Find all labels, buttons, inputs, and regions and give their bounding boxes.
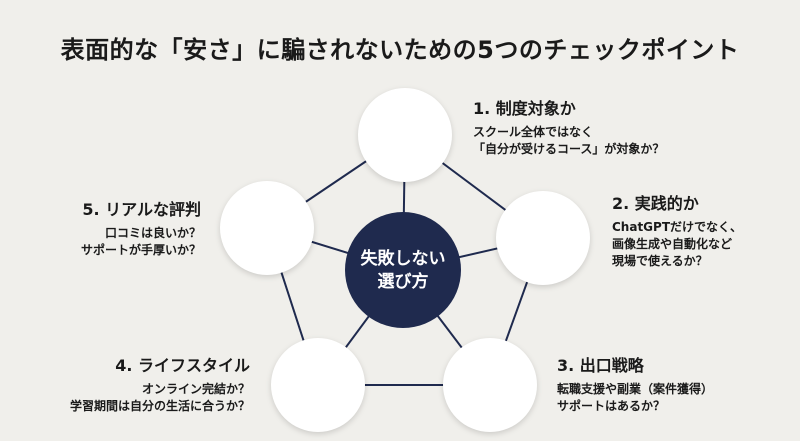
center-label: 失敗しない 選び方 xyxy=(346,248,460,294)
point-text: サポートはあるか？ xyxy=(557,399,666,413)
point-text: 転職支援や副業（案件獲得） xyxy=(557,382,714,396)
node-3 xyxy=(443,338,537,432)
point-2: 2. 実践的か ChatGPTだけでなく、 画像生成や自動化など 現場で使えるか… xyxy=(612,190,742,270)
center-node xyxy=(345,212,461,328)
point-text: 現場で使えるか？ xyxy=(612,254,708,268)
point-text: 画像生成や自動化など xyxy=(612,237,733,251)
point-heading: 2. 実践的か xyxy=(612,194,699,213)
node-2 xyxy=(496,191,590,285)
point-3: 3. 出口戦略 転職支援や副業（案件獲得） サポートはあるか？ xyxy=(557,352,713,415)
point-4: 4. ライフスタイル オンライン完結か？ 学習期間は自分の生活に合うか？ xyxy=(70,352,250,415)
point-heading: 3. 出口戦略 xyxy=(557,356,644,375)
point-text: サポートが手厚いか？ xyxy=(80,243,201,257)
center-line-2: 選び方 xyxy=(377,272,429,292)
point-heading: 4. ライフスタイル xyxy=(115,356,250,375)
point-text: 口コミは良いか？ xyxy=(104,226,201,240)
point-1: 1. 制度対象か スクール全体ではなく 「自分が受けるコース」が対象か？ xyxy=(473,95,664,158)
point-text: オンライン完結か？ xyxy=(141,382,250,396)
point-5: 5. リアルな評判 口コミは良いか？ サポートが手厚いか？ xyxy=(81,196,201,259)
page-title: 表面的な「安さ」に騙されないための5つのチェックポイント xyxy=(60,36,740,64)
point-text: 「自分が受けるコース」が対象か？ xyxy=(473,142,665,156)
node-4 xyxy=(271,338,365,432)
node-5 xyxy=(220,181,314,275)
center-line-1: 失敗しない xyxy=(360,249,446,269)
node-1 xyxy=(358,88,452,182)
point-text: 学習期間は自分の生活に合うか？ xyxy=(69,399,250,413)
point-heading: 1. 制度対象か xyxy=(473,99,576,118)
point-text: スクール全体ではなく xyxy=(473,125,594,139)
point-text: ChatGPTだけでなく、 xyxy=(612,220,743,234)
point-heading: 5. リアルな評判 xyxy=(82,200,201,219)
